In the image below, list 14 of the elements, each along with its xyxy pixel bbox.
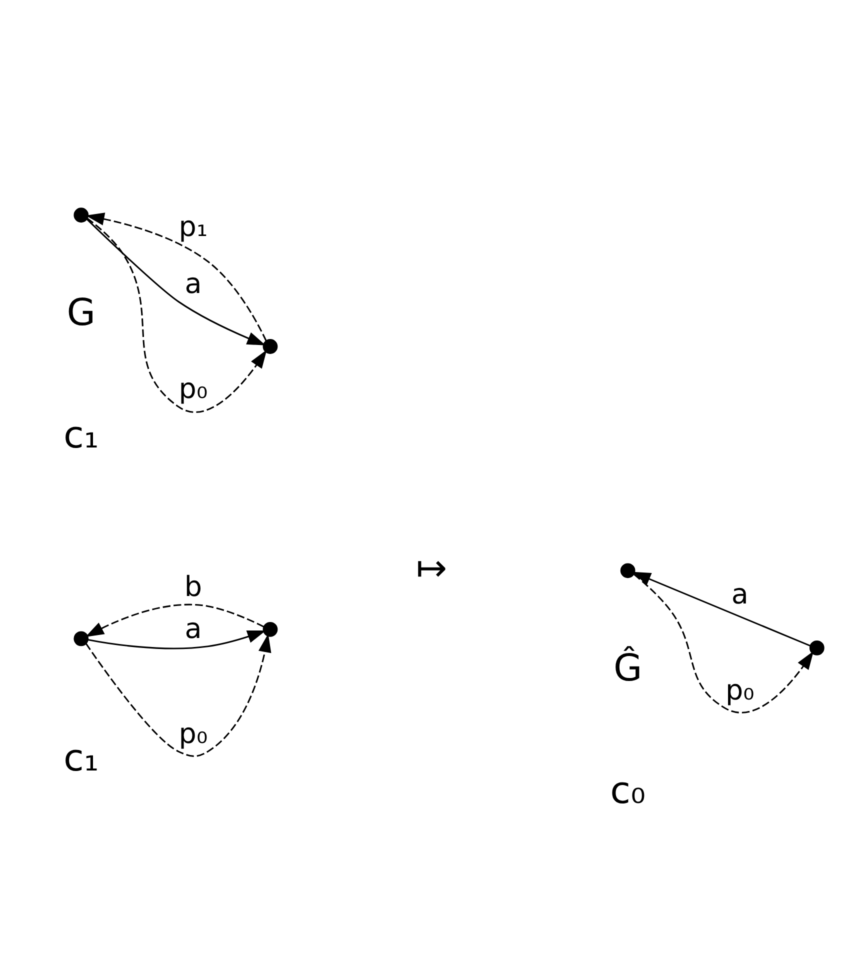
label: c₁ xyxy=(64,736,99,779)
edge-label: a xyxy=(184,611,202,644)
edge-label: p₀ xyxy=(725,673,754,706)
edge-label: b xyxy=(184,570,202,603)
label: Ĝ xyxy=(613,646,642,690)
label: G xyxy=(66,290,96,334)
edge-label: a xyxy=(184,266,202,300)
edge-label: p₀ xyxy=(178,372,208,405)
label: c₀ xyxy=(610,768,646,812)
edge-label: p₀ xyxy=(178,716,208,750)
edge-label: p₁ xyxy=(178,209,208,242)
label: ↦ xyxy=(416,546,448,589)
label: c₁ xyxy=(64,412,99,456)
edge-label: a xyxy=(731,577,748,610)
